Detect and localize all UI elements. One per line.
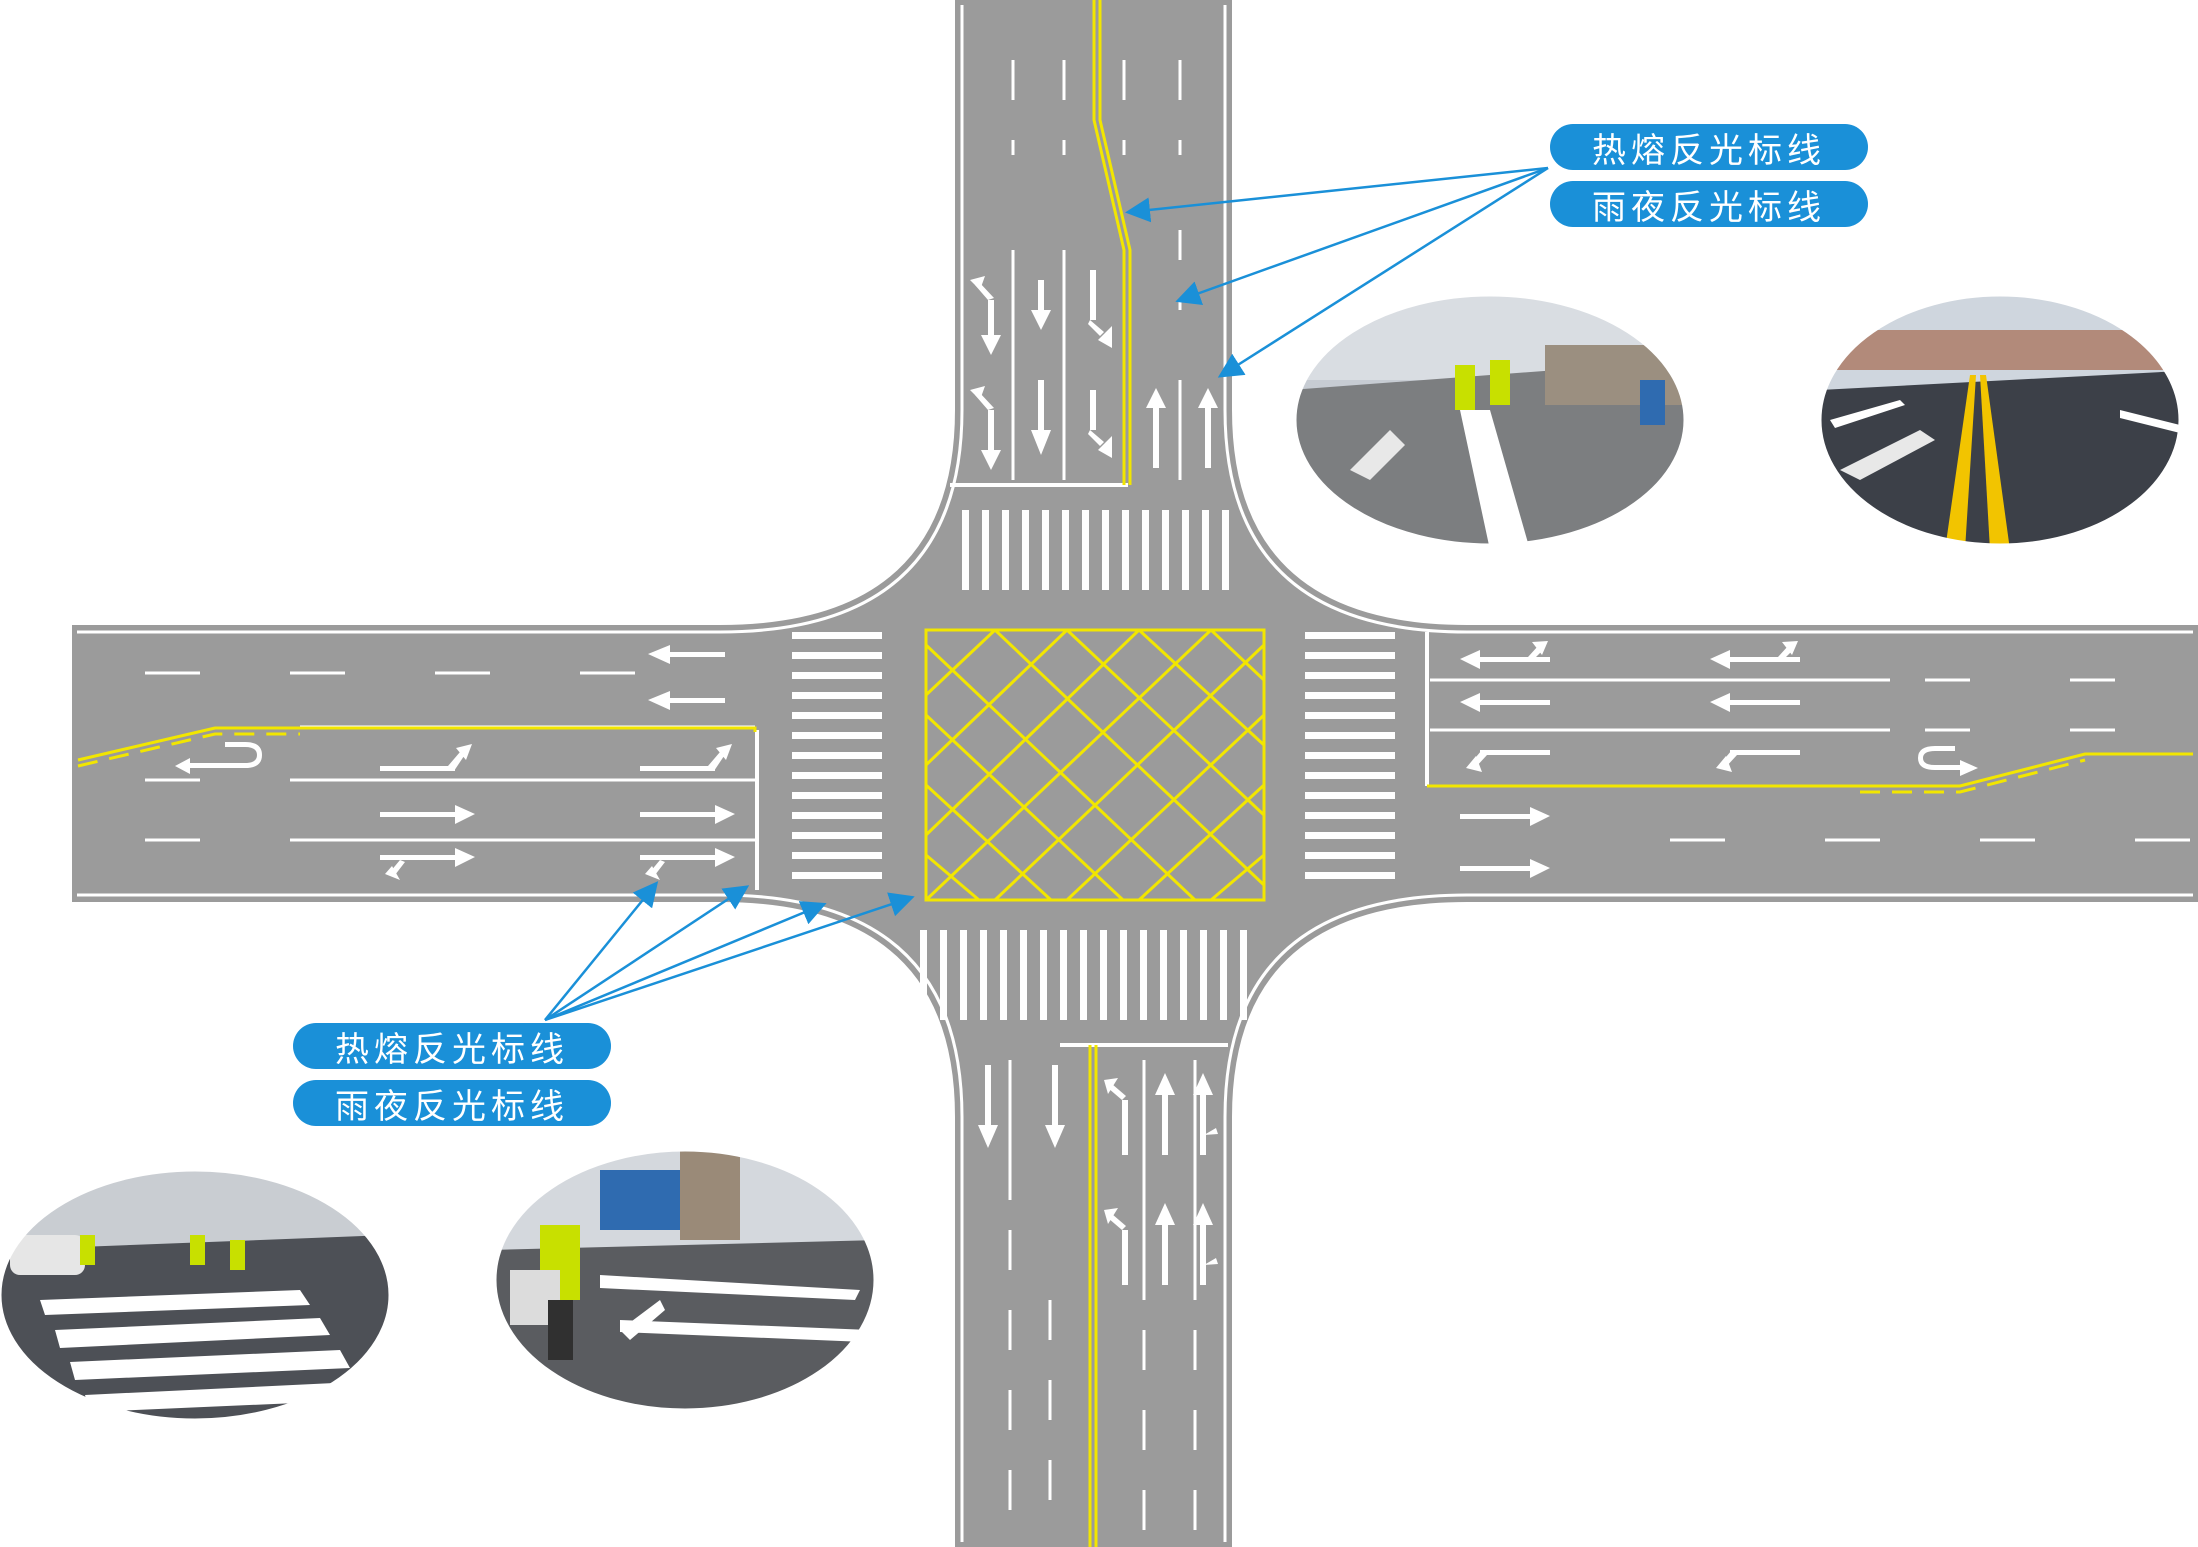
north-arm-markings — [950, 60, 1182, 487]
arrow-uturn-east — [1918, 746, 1978, 776]
arrow-left-straight-down — [970, 276, 1001, 470]
arrow-right-down — [1088, 270, 1112, 458]
label-rainy-night-top: 雨夜反光标线 — [1550, 181, 1868, 228]
arrow-left-pointing-west — [648, 645, 725, 710]
arrow-left-turn-west — [1466, 750, 1800, 772]
south-lane-arrows — [978, 1065, 1218, 1285]
east-arm-markings — [1425, 632, 2190, 842]
photo-frame-1 — [1293, 293, 1687, 547]
south-arm-markings — [1008, 1043, 1228, 1540]
arrow-straight-up-south — [1155, 1073, 1175, 1285]
north-lane-arrows — [970, 270, 1218, 470]
arrow-left-right-west — [1460, 641, 1800, 669]
arrow-straight-east-lower — [1460, 807, 1550, 878]
photo-double-yellow-line — [1820, 295, 2180, 545]
label-thermoplastic-top: 热熔反光标线 — [1550, 124, 1868, 171]
photo-frame-4 — [493, 1148, 877, 1412]
arrow-straight-right-up-south — [1193, 1073, 1218, 1285]
yellow-box-junction — [924, 628, 1266, 902]
arrow-uturn-west — [175, 742, 262, 774]
label-thermoplastic-bottom: 热熔反光标线 — [293, 1023, 611, 1070]
north-center-line — [1092, 0, 1126, 485]
leader-lines-bottom — [544, 881, 915, 1022]
label-rainy-night-bottom: 雨夜反光标线 — [293, 1080, 611, 1127]
crosswalk-west — [792, 632, 882, 879]
arrow-straight-down — [1031, 280, 1051, 455]
arrow-straight-up — [1146, 388, 1218, 468]
arrow-straight-right-east — [380, 848, 735, 880]
photo-frame-2 — [1818, 293, 2182, 547]
road-edge-lines — [77, 5, 2193, 1542]
photo-frame-3 — [0, 1168, 392, 1422]
photo-lane-line-painting — [1295, 295, 1685, 545]
crosswalk-north — [962, 510, 1229, 590]
arrow-left-turn-east — [380, 744, 732, 771]
arrow-straight-west — [1460, 693, 1800, 712]
arrow-straight-east — [380, 805, 735, 824]
west-lane-arrows — [175, 645, 735, 880]
east-lane-arrows — [1460, 641, 1978, 878]
arrow-straight-down-south — [978, 1065, 1065, 1148]
road-surface — [72, 0, 2198, 1547]
photo-crosswalk-painting — [0, 1170, 390, 1420]
east-center-line — [1427, 752, 2193, 788]
arrow-left-up-south — [1104, 1078, 1128, 1285]
leader-lines-top — [1125, 166, 1549, 378]
crosswalk-east — [1305, 632, 1395, 879]
photo-marking-machine — [495, 1150, 875, 1410]
west-center-line — [77, 726, 757, 762]
crosswalk-south — [920, 930, 1247, 1020]
